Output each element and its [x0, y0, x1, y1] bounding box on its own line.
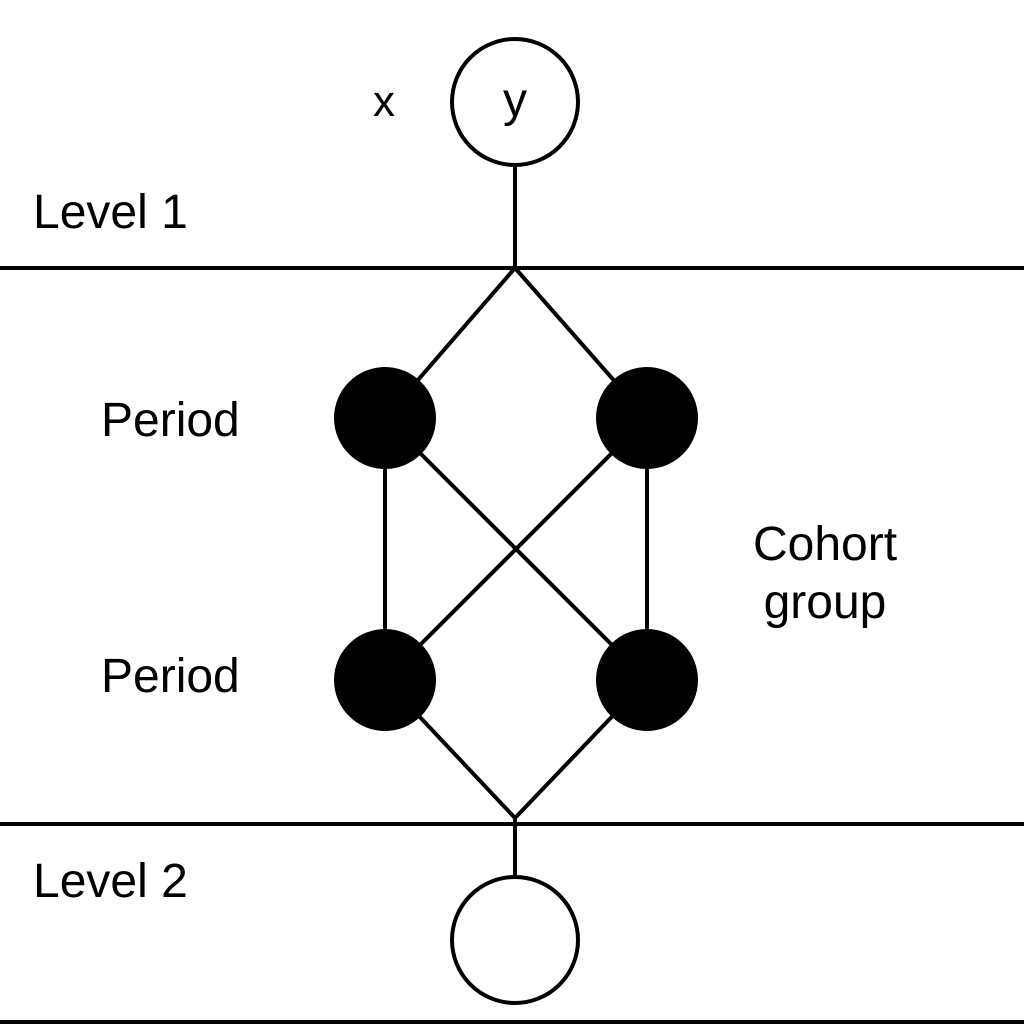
- cohort-label-line2: group: [764, 576, 887, 629]
- period-node-bottom-right: [596, 629, 698, 731]
- period-label-top: Period: [101, 394, 240, 447]
- level2-node: [450, 875, 580, 1005]
- level2-label: Level 2: [33, 855, 188, 908]
- period-node-top-left: [334, 367, 436, 469]
- y-label: y: [503, 74, 527, 127]
- period-node-bottom-left: [334, 629, 436, 731]
- x-label: x: [373, 77, 395, 126]
- y-node: [450, 37, 580, 167]
- period-node-top-right: [596, 367, 698, 469]
- cohort-label-line1: Cohort: [753, 518, 897, 571]
- level1-label: Level 1: [33, 186, 188, 239]
- period-label-bottom: Period: [101, 650, 240, 703]
- edge-cross-up: [383, 416, 649, 682]
